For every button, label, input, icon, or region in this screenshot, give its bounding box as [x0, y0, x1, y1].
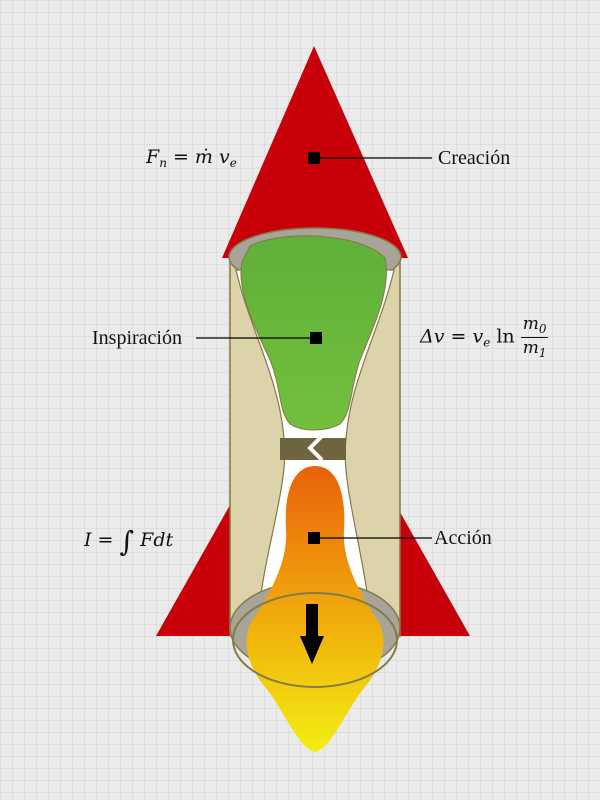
down-arrow-icon	[300, 604, 324, 664]
waist-lightning	[307, 434, 324, 462]
label-creacion: Creación	[438, 147, 511, 169]
right-fin	[394, 505, 470, 636]
formula-impulse: I = ∫ Fdt	[84, 525, 174, 558]
accion-marker	[308, 532, 432, 544]
left-fin	[156, 505, 232, 636]
label-inspiracion: Inspiración	[92, 327, 182, 349]
label-accion: Acción	[434, 527, 492, 549]
bottom-ring-front	[232, 592, 398, 688]
creacion-marker	[308, 152, 432, 164]
inspiracion-marker	[196, 332, 322, 344]
formula-thrust: Fn = ṁ ve	[146, 146, 237, 170]
